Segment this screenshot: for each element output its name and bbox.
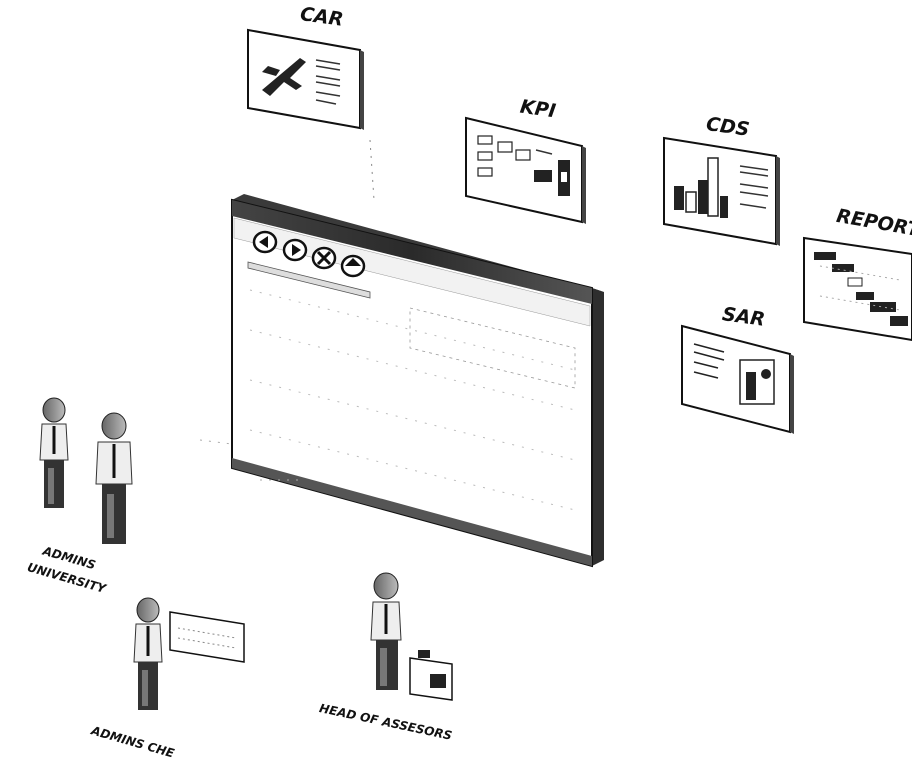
central-portal-window: [232, 194, 604, 566]
browser-home-icon: [342, 256, 364, 276]
person-icon-admins-university-1: [40, 398, 68, 508]
admins-che-screen: [170, 612, 244, 662]
person-icon-admins-che: [134, 598, 162, 710]
kpi-module-panel: [466, 118, 586, 224]
report-module-panel: [804, 238, 912, 340]
kpi-label: KPI: [519, 98, 557, 122]
browser-close-icon: [313, 248, 335, 268]
cds-module-panel: [664, 138, 780, 246]
sar-module-panel: [682, 326, 794, 434]
browser-back-icon: [254, 232, 276, 252]
browser-forward-icon: [284, 240, 306, 260]
head-of-assessors-device: [410, 650, 452, 700]
person-icon-admins-university-2: [96, 413, 132, 544]
car-module-panel: [248, 30, 374, 200]
person-icon-head-of-assessors: [371, 573, 401, 690]
